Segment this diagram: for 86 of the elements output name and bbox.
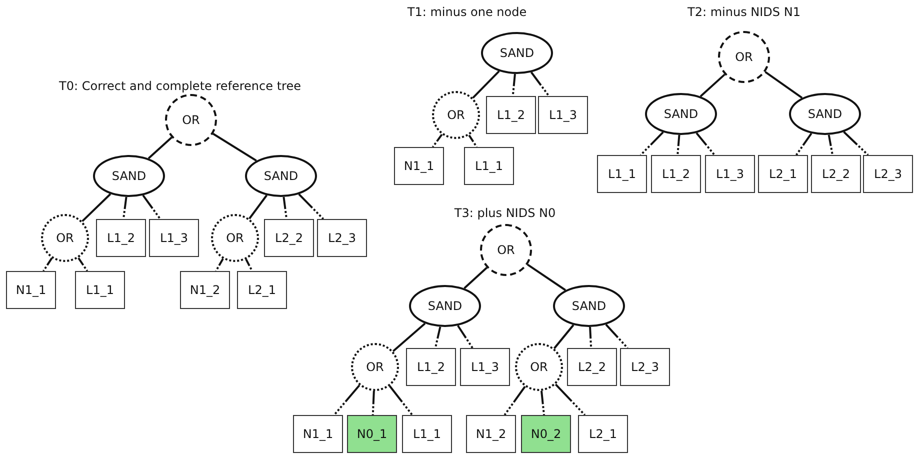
leaf-box: N1_2 bbox=[180, 271, 230, 309]
sand-gate-ellipse: SAND bbox=[93, 155, 165, 197]
tree-connector bbox=[530, 72, 550, 97]
tree-title: T3: plus NIDS N0 bbox=[454, 206, 556, 220]
leaf-box: L2_2 bbox=[264, 219, 314, 257]
tree-connector bbox=[372, 390, 375, 416]
leaf-box: L2_2 bbox=[811, 155, 861, 193]
tree-connector bbox=[589, 326, 592, 348]
leaf-box: L1_3 bbox=[149, 219, 199, 257]
tree-connector bbox=[843, 131, 869, 156]
or-gate-circle: OR bbox=[718, 31, 770, 83]
leaf-box: L1_1 bbox=[75, 271, 125, 309]
tree-connector bbox=[605, 324, 628, 349]
leaf-box: L1_3 bbox=[705, 155, 755, 193]
tree-connector bbox=[700, 74, 726, 98]
tree-connector bbox=[212, 132, 257, 162]
leaf-box: N1_1 bbox=[293, 415, 343, 453]
tree-title: T1: minus one node bbox=[407, 5, 527, 19]
tree-connector bbox=[122, 196, 128, 220]
or-gate-circle: OR bbox=[41, 214, 89, 262]
sand-gate-ellipse: SAND bbox=[245, 155, 317, 197]
leaf-box: L2_3 bbox=[620, 348, 670, 386]
leaf-box: N0_2 bbox=[521, 415, 571, 453]
tree-connector bbox=[457, 325, 474, 349]
tree-connector bbox=[245, 258, 254, 272]
tree-connector bbox=[464, 266, 488, 290]
leaf-box: N0_1 bbox=[347, 415, 397, 453]
tree-connector bbox=[42, 258, 53, 272]
tree-connector bbox=[512, 74, 516, 96]
leaf-box: L1_1 bbox=[597, 155, 647, 193]
sand-gate-ellipse: SAND bbox=[789, 93, 861, 135]
leaf-box: L2_2 bbox=[567, 348, 617, 386]
tree-connector bbox=[504, 386, 526, 416]
or-gate-circle: OR bbox=[515, 343, 563, 391]
tree-title: T0: Correct and complete reference tree bbox=[59, 79, 301, 93]
or-gate-circle: OR bbox=[351, 343, 399, 391]
sand-gate-ellipse: SAND bbox=[645, 93, 717, 135]
tree-connector bbox=[764, 71, 803, 99]
sand-gate-ellipse: SAND bbox=[409, 285, 481, 327]
or-gate-circle: OR bbox=[432, 91, 480, 139]
tree-connector bbox=[554, 384, 586, 416]
leaf-box: L1_2 bbox=[651, 155, 701, 193]
leaf-box: L1_2 bbox=[406, 348, 456, 386]
leaf-box: L2_3 bbox=[863, 155, 913, 193]
leaf-box: L2_1 bbox=[758, 155, 808, 193]
tree-connector bbox=[388, 385, 414, 416]
or-gate-circle: OR bbox=[480, 224, 532, 276]
tree-connector bbox=[333, 384, 360, 416]
leaf-box: L1_1 bbox=[464, 147, 514, 185]
tree-connector bbox=[82, 193, 112, 222]
leaf-box: N1_2 bbox=[466, 415, 516, 453]
tree-connector bbox=[142, 194, 162, 220]
leaf-box: L1_1 bbox=[402, 415, 452, 453]
tree-connector bbox=[248, 194, 268, 220]
tree-connector bbox=[676, 134, 680, 156]
or-gate-circle: OR bbox=[165, 94, 217, 146]
leaf-box: L1_2 bbox=[486, 96, 536, 134]
leaf-box: L2_1 bbox=[237, 271, 287, 309]
leaf-box: L1_3 bbox=[460, 348, 510, 386]
tree-connector bbox=[432, 134, 443, 148]
tree-connector bbox=[298, 194, 324, 220]
leaf-box: L1_3 bbox=[538, 96, 588, 134]
tree-connector bbox=[392, 322, 426, 352]
tree-connector bbox=[553, 324, 574, 350]
tree-connector bbox=[540, 390, 545, 416]
or-gate-circle: OR bbox=[211, 214, 259, 262]
tree-connector bbox=[472, 70, 500, 99]
leaf-box: L2_3 bbox=[317, 219, 367, 257]
sand-gate-ellipse: SAND bbox=[553, 285, 625, 327]
leaf-box: N1_1 bbox=[394, 147, 444, 185]
tree-connector bbox=[828, 134, 834, 156]
sand-gate-ellipse: SAND bbox=[481, 32, 553, 74]
leaf-box: L1_2 bbox=[96, 219, 146, 257]
tree-connector bbox=[434, 326, 442, 348]
tree-connector bbox=[527, 264, 566, 291]
tree-connector bbox=[696, 132, 716, 156]
leaf-box: N1_1 bbox=[6, 271, 56, 309]
leaf-box: L2_1 bbox=[578, 415, 628, 453]
tree-title: T2: minus NIDS N1 bbox=[688, 5, 800, 19]
tree-connector bbox=[215, 258, 224, 272]
tree-connector bbox=[148, 136, 172, 160]
tree-connector bbox=[282, 196, 288, 220]
tree-connector bbox=[468, 134, 478, 148]
tree-connector bbox=[795, 132, 812, 156]
tree-connector bbox=[640, 132, 664, 156]
tree-connector bbox=[78, 257, 88, 272]
